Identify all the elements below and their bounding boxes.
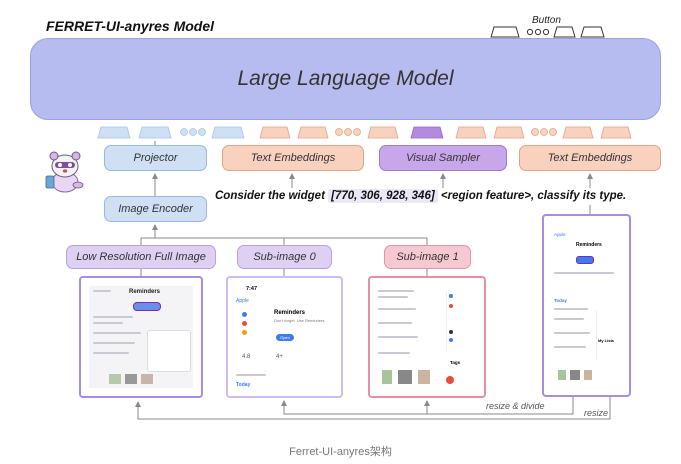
- visual-token: [138, 126, 172, 139]
- image-encoder-box: Image Encoder: [104, 196, 207, 222]
- sub0-app-name: Reminders: [274, 310, 306, 316]
- sub0-today: Today: [236, 382, 251, 388]
- text-token-dot: [353, 128, 361, 136]
- prompt-before: Consider the widget: [215, 190, 329, 202]
- prompt-text: Consider the widget [770, 306, 928, 346]…: [215, 189, 627, 203]
- arrow-resize-divide: [281, 397, 574, 415]
- text-embeddings-right-box: Text Embeddings: [519, 145, 661, 171]
- resize-divide-label: resize & divide: [486, 401, 545, 411]
- sub-image-0-screenshot: 7:47 Apple Reminders Don't forget. Use R…: [226, 276, 343, 398]
- low-res-screenshot: Reminders: [79, 276, 203, 398]
- prompt-after: <region feature>, classify its type.: [437, 190, 627, 202]
- text-token: [562, 126, 594, 139]
- large-language-model-block: Large Language Model: [30, 38, 661, 120]
- text-token: [297, 126, 329, 139]
- sub-image-1-label: Sub-image 1: [384, 245, 471, 269]
- visual-token: [211, 126, 245, 139]
- text-token: [367, 126, 399, 139]
- sub0-screen: 7:47 Apple Reminders Don't forget. Use R…: [232, 282, 337, 392]
- original-screenshot: Apple Reminders Today My Lists: [542, 214, 631, 397]
- sub0-app-sub: Don't forget. Use Reminders: [274, 318, 325, 323]
- sub0-time: 7:47: [246, 286, 258, 292]
- ferret-mascot-icon: [45, 151, 84, 193]
- button-token: [490, 26, 520, 38]
- visual-sampler-box: Visual Sampler: [379, 145, 507, 171]
- resize-label: resize: [584, 408, 609, 418]
- button-tokens: [490, 26, 605, 38]
- visual-token: [97, 126, 131, 139]
- text-token-dot: [335, 128, 343, 136]
- sub1-screen: My Lists Tags: [374, 282, 480, 392]
- sub0-open-button: Open: [276, 334, 294, 341]
- low-res-screen: Reminders: [89, 286, 193, 388]
- text-token: [493, 126, 525, 139]
- original-back-link: Apple: [554, 232, 566, 237]
- sub-image-0-label: Sub-image 0: [237, 245, 332, 269]
- button-token-dot: [526, 28, 534, 36]
- visual-token-dot: [189, 128, 197, 136]
- text-embeddings-left-box: Text Embeddings: [222, 145, 364, 171]
- original-my-lists: My Lists: [598, 338, 615, 343]
- figure-caption: Ferret-UI-anyres架构: [289, 446, 392, 458]
- button-token: [553, 26, 576, 38]
- arrow-resize: [135, 397, 611, 420]
- token-row: [97, 126, 632, 139]
- low-res-open-button: [133, 302, 161, 311]
- projector-box: Projector: [104, 145, 207, 171]
- low-res-app-name: Reminders: [129, 289, 161, 295]
- text-token: [259, 126, 291, 139]
- text-token: [600, 126, 632, 139]
- sub1-tags: Tags: [450, 360, 461, 365]
- text-token-dot: [540, 128, 548, 136]
- visual-token-dot: [198, 128, 206, 136]
- button-token-dot: [542, 28, 550, 36]
- model-title: FERRET-UI-anyres Model: [46, 18, 215, 34]
- prompt-coordinates: [770, 306, 928, 346]: [328, 189, 438, 203]
- visual-token-dot: [180, 128, 188, 136]
- original-open-button: [576, 256, 594, 264]
- low-res-full-image-label: Low Resolution Full Image: [66, 245, 216, 269]
- text-token-dot: [549, 128, 557, 136]
- button-token: [580, 26, 605, 38]
- button-label: Button: [532, 15, 561, 26]
- text-token: [455, 126, 487, 139]
- original-app-name: Reminders: [576, 242, 602, 248]
- sub0-age: 4+: [276, 354, 283, 360]
- button-token-dot: [534, 28, 542, 36]
- original-screen: Apple Reminders Today My Lists: [550, 220, 625, 393]
- sub0-back-link: Apple: [236, 298, 249, 304]
- text-token-dot: [344, 128, 352, 136]
- text-token-dot: [531, 128, 539, 136]
- region-token: [410, 126, 444, 139]
- sub0-rating: 4.8: [242, 354, 251, 360]
- sub-image-1-screenshot: My Lists Tags: [368, 276, 486, 398]
- original-today: Today: [554, 298, 567, 303]
